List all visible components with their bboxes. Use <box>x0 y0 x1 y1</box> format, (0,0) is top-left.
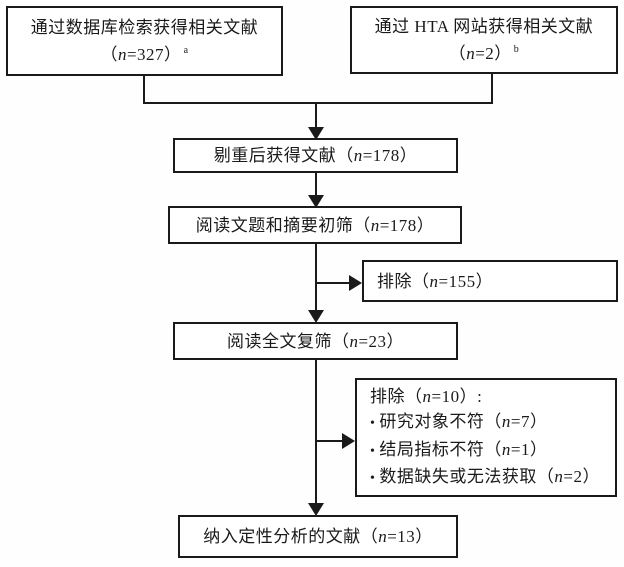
box-database-source: 通过数据库检索获得相关文献 （n=327）a <box>6 6 283 76</box>
arrow-dedup-to-screen-head <box>308 195 324 208</box>
n-symbol: n <box>554 467 564 486</box>
label-text: 阅读全文复筛 <box>226 331 332 351</box>
paren-open: （ <box>448 44 467 63</box>
label-text: 阅读文题和摘要初筛 <box>195 215 354 235</box>
bullet-icon: • <box>370 471 376 486</box>
n-symbol: n <box>349 331 359 351</box>
footnote-marker-b: b <box>513 44 520 55</box>
label-text: 排除 <box>370 386 405 406</box>
n-symbol: n <box>466 44 476 63</box>
label-text: 结局指标不符 <box>379 439 485 459</box>
n-value: =10）: <box>431 386 483 406</box>
paren-open: （ <box>412 271 430 291</box>
excluded-reason-item: •研究对象不符（n=7） <box>370 409 548 437</box>
box-deduplicated-label: 剔重后获得文献（n=178） <box>214 142 418 169</box>
box-title-abstract-screening: 阅读文题和摘要初筛（n=178） <box>168 206 462 244</box>
box-included-qualitative-label: 纳入定性分析的文献（n=13） <box>203 523 433 550</box>
n-symbol: n <box>429 271 439 291</box>
box-deduplicated: 剔重后获得文献（n=178） <box>173 138 458 173</box>
box-database-source-count: （n=327）a <box>100 41 188 68</box>
paren-open: （ <box>100 45 118 64</box>
paren-open: （ <box>331 331 350 351</box>
box-fulltext-screening-label: 阅读全文复筛（n=23） <box>227 328 404 355</box>
paren-open: （ <box>484 412 502 431</box>
n-symbol: n <box>353 146 363 165</box>
paren-open: （ <box>353 215 371 235</box>
label-text: 排除 <box>377 271 412 291</box>
arrow-merge-to-dedup-head <box>308 127 324 140</box>
paren-open: （ <box>405 386 423 406</box>
n-value: =2） <box>563 467 600 486</box>
label-text: 纳入定性分析的文献 <box>203 527 361 546</box>
n-symbol: n <box>501 412 511 431</box>
n-symbol: n <box>117 45 127 64</box>
box-database-source-label: 通过数据库检索获得相关文献 <box>30 18 259 37</box>
n-value: =155） <box>438 271 494 291</box>
box-hta-source-count: （n=2）b <box>449 40 520 67</box>
label-text: 研究对象不符 <box>379 412 485 431</box>
n-symbol: n <box>378 527 388 546</box>
box-hta-source-label: 通过 HTA 网站获得相关文献 <box>374 17 594 36</box>
paren-open: （ <box>360 527 379 546</box>
paren-open: （ <box>336 146 354 165</box>
box-included-qualitative: 纳入定性分析的文献（n=13） <box>178 515 458 558</box>
box-fulltext-screening: 阅读全文复筛（n=23） <box>173 322 458 360</box>
n-value: =178） <box>362 146 418 165</box>
label-text: 剔重后获得文献 <box>213 146 337 165</box>
bullet-icon: • <box>370 443 376 459</box>
box-hta-source: 通过 HTA 网站获得相关文献 （n=2）b <box>350 6 618 74</box>
box-excluded-title-screening: 排除（n=155） <box>362 260 618 302</box>
branch-to-excluded-title-head <box>349 275 362 291</box>
excluded-fulltext-header: 排除（n=10）: <box>370 384 482 410</box>
footnote-marker-a: a <box>183 45 189 56</box>
n-value: =1） <box>510 439 548 459</box>
n-value: =23） <box>358 331 405 351</box>
arrow-fulltext-to-included-head <box>308 503 324 516</box>
n-value: =327） <box>126 45 182 64</box>
bullet-icon: • <box>370 416 376 431</box>
box-excluded-fulltext-screening: 排除（n=10）: •研究对象不符（n=7） •结局指标不符（n=1） •数据缺… <box>355 378 617 497</box>
n-value: =7） <box>510 412 548 431</box>
paren-open: （ <box>536 467 555 486</box>
branch-to-excluded-fulltext-head <box>342 433 355 449</box>
n-symbol: n <box>422 386 432 406</box>
arrow-screen-to-fulltext-head <box>308 310 324 323</box>
paren-open: （ <box>484 439 502 459</box>
box-title-abstract-screening-label: 阅读文题和摘要初筛（n=178） <box>196 212 435 239</box>
box-excluded-title-screening-label: 排除（n=155） <box>377 268 493 295</box>
excluded-reason-item: •结局指标不符（n=1） <box>370 437 548 465</box>
n-value: =2） <box>475 44 512 63</box>
merge-connector-line <box>143 74 493 104</box>
n-value: =13） <box>387 527 433 546</box>
n-value: =178） <box>379 215 435 235</box>
n-symbol: n <box>370 215 380 235</box>
label-text: 数据缺失或无法获取 <box>379 467 537 486</box>
n-symbol: n <box>501 439 511 459</box>
excluded-reason-item: •数据缺失或无法获取（n=2） <box>370 464 600 492</box>
